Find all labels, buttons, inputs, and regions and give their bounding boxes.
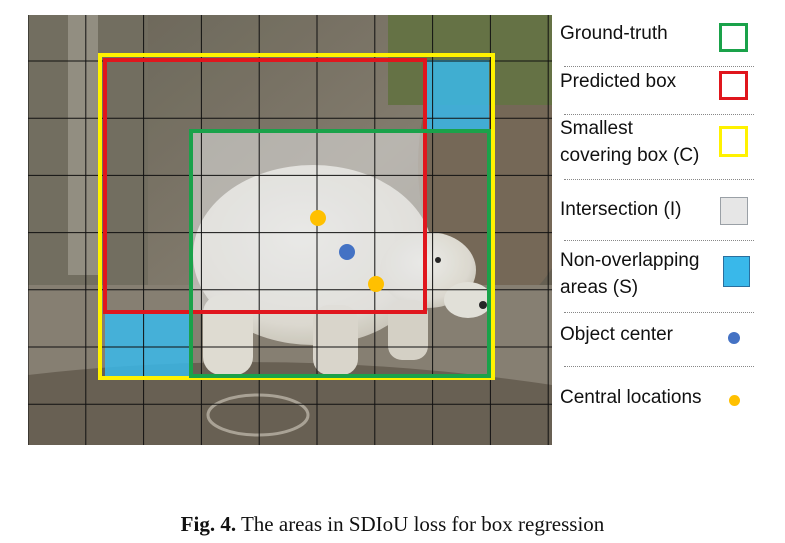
non-overlapping-area-bottom-left — [105, 312, 191, 376]
legend-swatch-intersection — [720, 197, 748, 225]
legend-non-overlap: Non-overlapping areas (S) — [560, 247, 760, 301]
figure-caption: Fig. 4. The areas in SDIoU loss for box … — [0, 512, 785, 537]
legend-label-predicted: Predicted box — [560, 71, 677, 92]
legend-label-non-overlap: Non-overlapping areas (S) — [560, 250, 700, 298]
legend-intersection: Intersection (I) — [560, 196, 760, 223]
intersection-region — [191, 131, 425, 312]
legend-label-central-locations: Central locations — [560, 387, 702, 408]
legend-swatch-predicted — [719, 71, 748, 100]
ground-truth-box — [189, 129, 491, 378]
legend-covering: Smallest covering box (C) — [560, 115, 760, 169]
legend-label-object-center: Object center — [560, 324, 673, 345]
legend-ground-truth: Ground-truth — [560, 20, 760, 47]
legend-swatch-object-center — [728, 332, 740, 344]
legend-swatch-ground-truth — [719, 23, 748, 52]
legend-predicted: Predicted box — [560, 68, 760, 95]
object-center-point — [339, 244, 355, 260]
grid-lines — [28, 15, 552, 445]
legend-label-ground-truth: Ground-truth — [560, 23, 668, 44]
legend-label-covering: Smallest covering box (C) — [560, 118, 700, 166]
legend-swatch-non-overlap — [723, 256, 750, 287]
water-ripple — [206, 393, 310, 437]
legend-label-intersection: Intersection (I) — [560, 199, 682, 220]
ground-shadow — [28, 362, 552, 445]
legend-swatch-central-locations — [729, 395, 740, 406]
central-location-point — [368, 276, 384, 292]
non-overlapping-area-top-right — [425, 60, 489, 131]
legend-object-center: Object center — [560, 321, 760, 348]
predicted-box — [103, 58, 427, 314]
caption-label: Fig. 4. — [180, 512, 237, 536]
central-location-point — [310, 210, 326, 226]
caption-text: The areas in SDIoU loss for box regressi… — [240, 512, 605, 536]
legend-central-locations: Central locations — [560, 384, 760, 411]
rock-light-stripe — [68, 15, 98, 275]
legend-swatch-covering — [719, 126, 748, 157]
figure-image — [28, 15, 552, 445]
